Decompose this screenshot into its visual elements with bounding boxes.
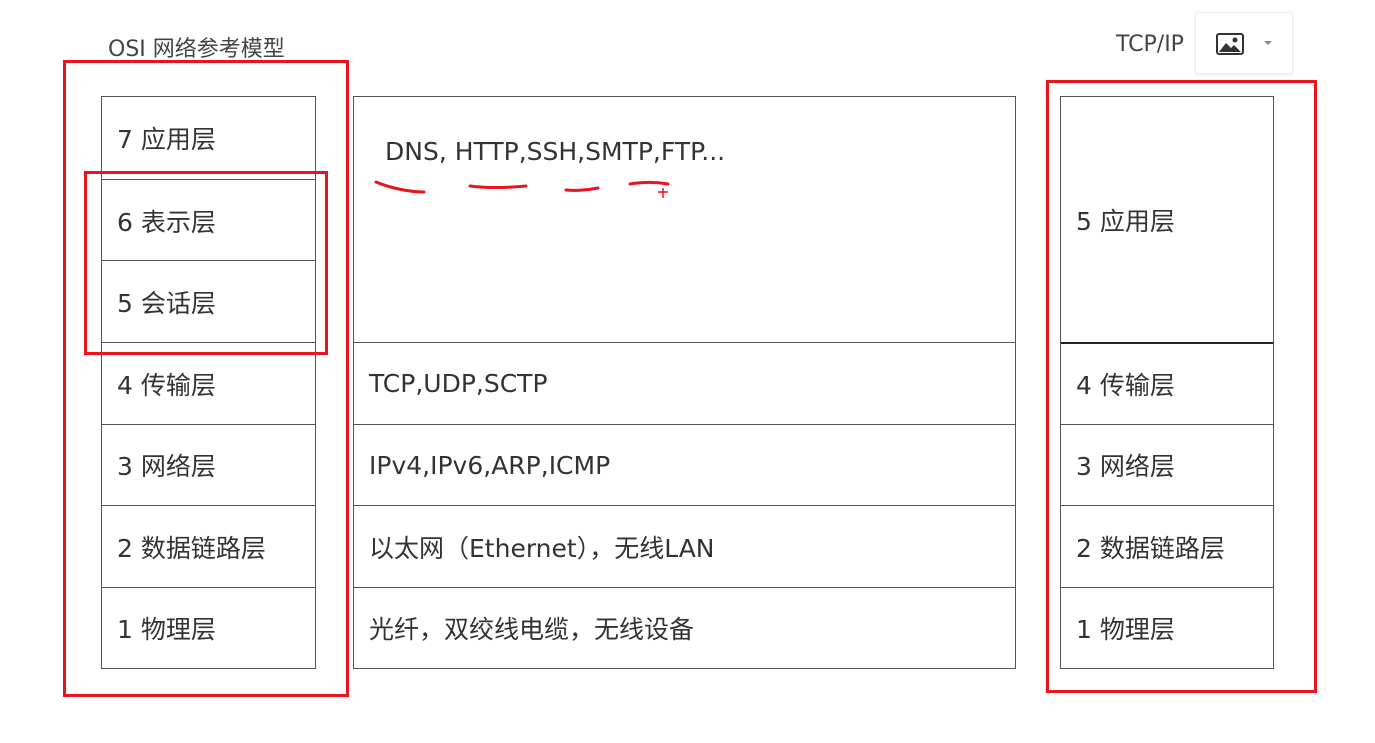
tcpip-layer-5: 5 应用层: [1061, 97, 1273, 342]
osi-layers-table: 7 应用层 6 表示层 5 会话层 4 传输层 3 网络层 2 数据链路层 1 …: [101, 96, 316, 669]
chevron-down-icon[interactable]: [1262, 38, 1274, 48]
red-underline-annotation: [374, 180, 670, 198]
osi-layer-6: 6 表示层: [102, 179, 315, 261]
osi-layer-7-label: 7 应用层: [117, 125, 216, 154]
tcpip-layer-2: 2 数据链路层: [1061, 505, 1273, 587]
tcpip-layer-1-label: 1 物理层: [1076, 615, 1175, 644]
osi-layer-2-label: 2 数据链路层: [117, 533, 266, 563]
tcpip-layer-5-label: 5 应用层: [1076, 206, 1175, 236]
osi-layer-7: 7 应用层: [102, 97, 315, 179]
osi-layer-4-label: 4 传输层: [117, 370, 216, 400]
tcpip-highlight-box: [1046, 80, 1317, 693]
osi-model-title: OSI 网络参考模型: [108, 37, 285, 62]
image-icon[interactable]: [1216, 33, 1244, 55]
protocols-table: DNS, HTTP,SSH,SMTP,FTP... TCP,UDP,SCTP I…: [353, 96, 1016, 669]
tcpip-layer-4: 4 传输层: [1061, 342, 1273, 424]
protocol-transport-text: TCP,UDP,SCTP: [369, 369, 548, 398]
protocol-transport: TCP,UDP,SCTP: [354, 342, 1015, 424]
tcpip-layer-4-label: 4 传输层: [1076, 371, 1175, 400]
protocol-application: DNS, HTTP,SSH,SMTP,FTP...: [354, 97, 1015, 342]
protocol-physical: 光纤，双绞线电缆，无线设备: [354, 587, 1015, 668]
osi-layer-3: 3 网络层: [102, 424, 315, 505]
tcpip-model-title: TCP/IP: [1116, 32, 1184, 57]
protocol-datalink: 以太网（Ethernet），无线LAN: [354, 505, 1015, 587]
protocol-network-text: IPv4,IPv6,ARP,ICMP: [369, 450, 611, 480]
tcpip-layer-3: 3 网络层: [1061, 424, 1273, 505]
osi-layer-5: 5 会话层: [102, 260, 315, 342]
osi-highlight-box: [63, 60, 349, 697]
tcpip-layer-3-label: 3 网络层: [1076, 452, 1175, 481]
osi-layer-1-label: 1 物理层: [117, 615, 216, 644]
osi-layer-4: 4 传输层: [102, 342, 315, 424]
image-toolbar[interactable]: [1195, 12, 1293, 74]
protocol-datalink-text: 以太网（Ethernet），无线LAN: [369, 533, 715, 563]
protocol-application-text: DNS, HTTP,SSH,SMTP,FTP...: [385, 137, 726, 166]
osi-layer-2: 2 数据链路层: [102, 505, 315, 587]
osi-layer-1: 1 物理层: [102, 587, 315, 668]
presentation-session-highlight-box: [84, 171, 328, 355]
tcpip-layer-2-label: 2 数据链路层: [1076, 533, 1225, 563]
osi-layer-5-label: 5 会话层: [117, 288, 216, 318]
protocol-physical-text: 光纤，双绞线电缆，无线设备: [369, 615, 695, 644]
osi-layer-3-label: 3 网络层: [117, 452, 216, 481]
tcpip-layer-1: 1 物理层: [1061, 587, 1273, 668]
protocol-network: IPv4,IPv6,ARP,ICMP: [354, 424, 1015, 505]
osi-layer-6-label: 6 表示层: [117, 207, 216, 237]
tcpip-layers-table: 5 应用层 4 传输层 3 网络层 2 数据链路层 1 物理层: [1060, 96, 1274, 669]
